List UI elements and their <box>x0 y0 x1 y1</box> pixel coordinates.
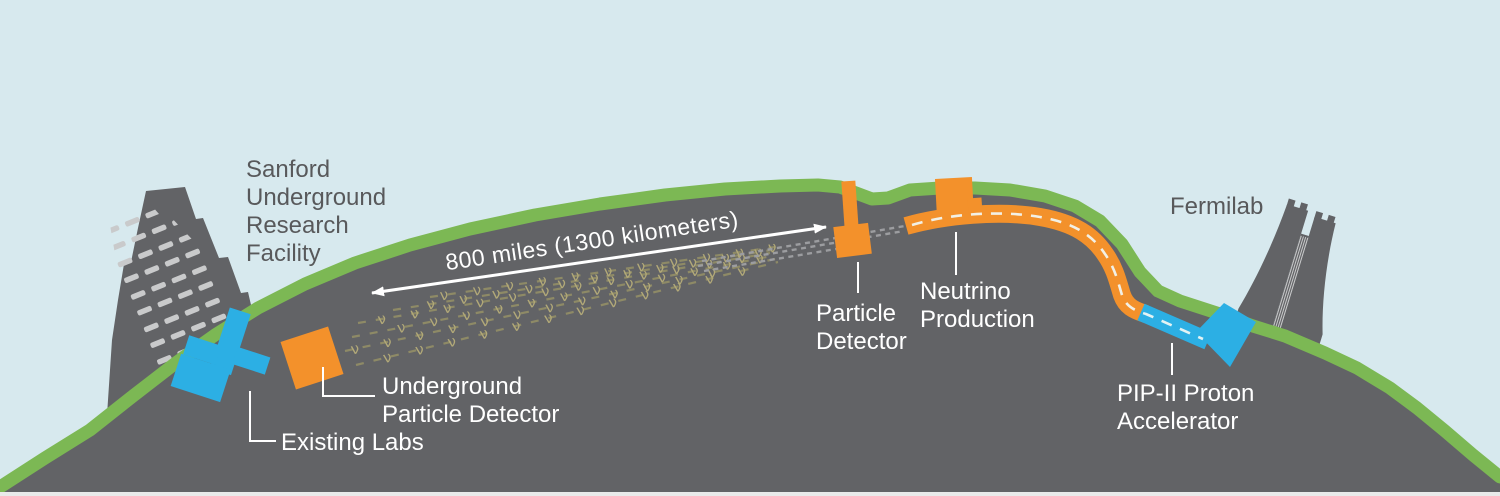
neutrino-production-label-line: Neutrino <box>920 278 1011 305</box>
particle-detector-label-line: Particle <box>816 300 897 327</box>
sanford-facility-label-line: Research <box>246 212 349 239</box>
fermilab-label: Fermilab <box>1170 193 1264 220</box>
beamline <box>903 177 1256 367</box>
leader-lines <box>249 232 1173 442</box>
beamline-centerline <box>911 212 1204 341</box>
underground-particle-detector-block <box>280 326 344 390</box>
pip2-label: PIP-II Proton Accelerator <box>1117 380 1254 436</box>
underground-detector-label-line: Underground <box>382 373 523 400</box>
pip2-shaft-block <box>1196 303 1256 367</box>
bottom-edge-strip <box>0 492 1500 496</box>
pip2-label-line: PIP-II Proton <box>1117 380 1255 407</box>
sanford-facility-label-line: Facility <box>246 240 321 267</box>
particle-detector-structure <box>833 180 872 258</box>
neutrino-production-label-line: Production <box>920 306 1035 333</box>
particle-detector-label: Particle Detector <box>816 300 907 356</box>
sanford-facility-label-line: Underground <box>246 184 387 211</box>
underground-detector-label: Underground Particle Detector <box>382 373 559 429</box>
fermilab-building <box>1230 198 1336 362</box>
particle-detector-label-line: Detector <box>816 328 907 355</box>
sanford-facility-label-line: Sanford <box>246 156 331 183</box>
existing-labs-structure <box>170 307 271 403</box>
grass-surface <box>0 178 1500 494</box>
existing-labs-label: Existing Labs <box>281 429 424 456</box>
underground-detector-label-line: Particle Detector <box>382 401 560 428</box>
distance-arrow <box>371 223 827 297</box>
neutrino-production-label: Neutrino Production <box>920 278 1035 334</box>
neutrino-production-target <box>934 177 983 219</box>
sanford-facility-label: Sanford Underground Research Facility <box>246 156 386 268</box>
pip2-label-line: Accelerator <box>1117 408 1239 435</box>
